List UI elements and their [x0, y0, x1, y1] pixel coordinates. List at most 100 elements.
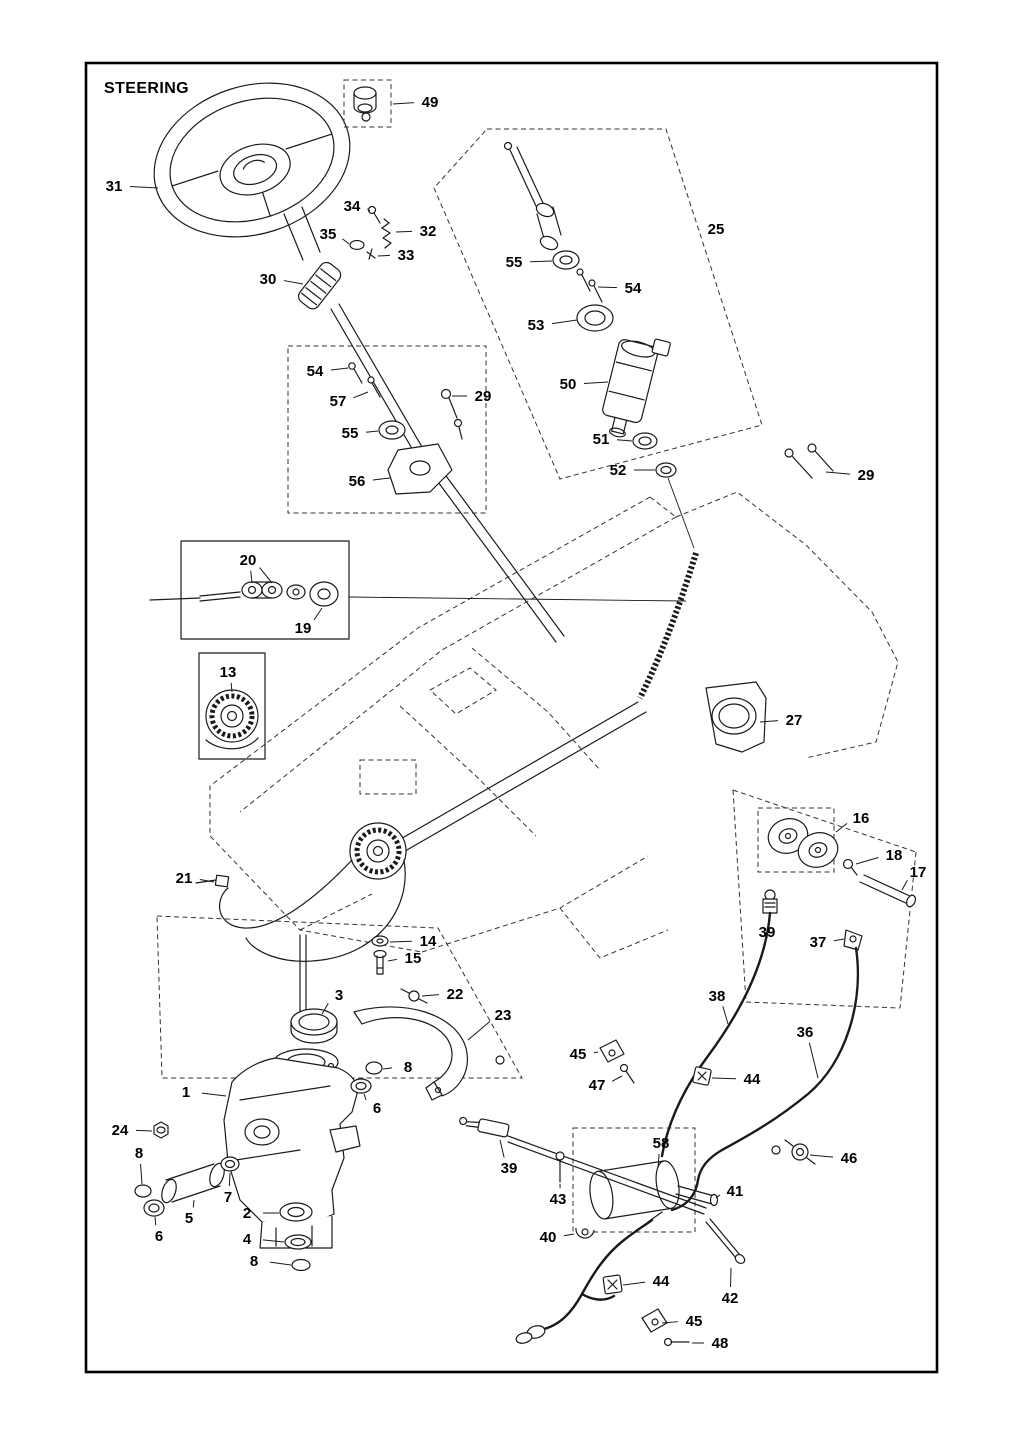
callout-6: 6	[155, 1228, 163, 1245]
bracket-45-upper	[599, 1039, 625, 1063]
callout-56: 56	[349, 473, 366, 490]
chassis-frame	[156, 491, 917, 1079]
callout-43: 43	[550, 1191, 567, 1208]
callout-45: 45	[570, 1046, 587, 1063]
bracket-23	[353, 988, 505, 1101]
bracket-45-lower	[641, 1308, 668, 1333]
steering-pulley	[195, 822, 407, 1015]
steering-wheel	[153, 82, 351, 261]
callout-42: 42	[722, 1290, 739, 1307]
callout-23: 23	[495, 1007, 512, 1024]
clamp-44-lower	[602, 1274, 623, 1295]
steering-gear-housing	[223, 1048, 361, 1249]
callout-41: 41	[727, 1183, 744, 1200]
wheels-16	[757, 807, 917, 908]
callout-54: 54	[307, 363, 324, 380]
callout-2: 2	[243, 1205, 251, 1222]
clamp-40	[575, 1227, 595, 1239]
callout-18: 18	[886, 847, 903, 864]
steering-coupling	[297, 261, 565, 643]
steering-valve	[602, 338, 671, 438]
cap-part-49	[343, 79, 392, 128]
steering-cylinder	[572, 1127, 719, 1233]
washers-left	[134, 1184, 165, 1217]
rings-right	[350, 1061, 383, 1094]
bearing-assembly-lower	[287, 345, 487, 514]
callout-8: 8	[404, 1059, 412, 1076]
callout-54: 54	[625, 280, 642, 297]
steering-chain	[391, 552, 699, 855]
bolt-47	[619, 1063, 635, 1084]
nut-24	[153, 1121, 169, 1139]
callout-20: 20	[240, 552, 257, 569]
bolts-29	[784, 443, 834, 479]
fitting-39-upper	[762, 889, 778, 914]
callout-46: 46	[841, 1150, 858, 1167]
callout-45: 45	[686, 1313, 703, 1330]
callout-24: 24	[112, 1122, 129, 1139]
callout-40: 40	[540, 1229, 557, 1246]
callout-27: 27	[786, 712, 803, 729]
callout-22: 22	[447, 986, 464, 1003]
hydraulic-hoses	[660, 889, 863, 1212]
callout-50: 50	[560, 376, 577, 393]
page-border	[84, 61, 939, 1374]
ring-7	[220, 1156, 240, 1172]
callout-30: 30	[260, 271, 277, 288]
callout-57: 57	[330, 393, 347, 410]
callout-25: 25	[708, 221, 725, 238]
callout-21: 21	[176, 870, 193, 887]
clamp-44-upper	[692, 1066, 712, 1086]
callout-55: 55	[342, 425, 359, 442]
callout-36: 36	[797, 1024, 814, 1041]
callout-53: 53	[528, 317, 545, 334]
callout-29: 29	[858, 467, 875, 484]
callout-3: 3	[335, 987, 343, 1004]
callout-6: 6	[373, 1100, 381, 1117]
callout-47: 47	[589, 1077, 606, 1094]
fitting-37	[843, 929, 863, 951]
callout-8: 8	[135, 1145, 143, 1162]
callout-14: 14	[420, 933, 437, 950]
callout-4: 4	[243, 1231, 252, 1248]
callout-44: 44	[653, 1273, 670, 1290]
callout-39: 39	[501, 1160, 518, 1177]
callout-49: 49	[422, 94, 439, 111]
sensor-39-lower	[459, 1116, 707, 1215]
shaft-5	[161, 1162, 225, 1204]
callout-38: 38	[709, 988, 726, 1005]
callout-7: 7	[224, 1189, 232, 1206]
callout-5: 5	[185, 1210, 193, 1227]
callout-31: 31	[106, 178, 123, 195]
bolt-48	[663, 1337, 690, 1347]
page-title: STEERING	[104, 80, 189, 97]
seal-stack	[279, 1202, 313, 1272]
callout-33: 33	[398, 247, 415, 264]
column-fasteners	[349, 205, 392, 260]
callout-35: 35	[320, 226, 337, 243]
washer-14-bolt-15	[371, 935, 389, 975]
callout-44: 44	[744, 1071, 761, 1088]
callout-37: 37	[810, 934, 827, 951]
callout-58: 58	[653, 1135, 670, 1152]
callout-16: 16	[853, 810, 870, 827]
bolt-42	[705, 1218, 746, 1265]
fitting-46	[771, 1139, 816, 1165]
callout-13: 13	[220, 664, 237, 681]
cover-27	[705, 681, 767, 753]
callout-17: 17	[910, 864, 927, 881]
cylinder-rod-41	[675, 1185, 719, 1207]
callout-29: 29	[475, 388, 492, 405]
chain-link-detail	[149, 540, 687, 640]
callout-1: 1	[182, 1084, 190, 1101]
callout-51: 51	[593, 431, 610, 448]
idler-pulley-13	[198, 652, 266, 760]
callout-32: 32	[420, 223, 437, 240]
wire-harness	[515, 1211, 663, 1344]
cap-3	[290, 1008, 338, 1044]
callout-34: 34	[344, 198, 361, 215]
callout-39: 39	[759, 924, 776, 941]
callout-8: 8	[250, 1253, 258, 1270]
